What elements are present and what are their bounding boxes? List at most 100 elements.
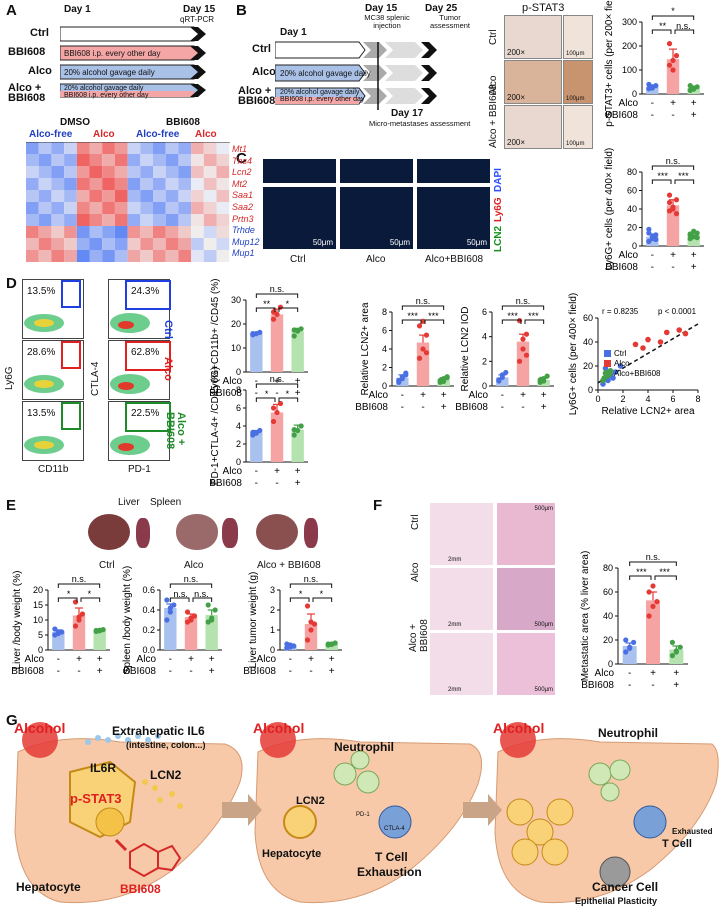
data-point bbox=[52, 626, 58, 632]
panel-label-f: F bbox=[373, 497, 383, 514]
bar bbox=[270, 314, 284, 372]
y-axis-label: Relative LCN2+ area bbox=[360, 302, 371, 396]
sig-label: ** bbox=[659, 21, 667, 31]
bbi-sign: - bbox=[255, 388, 258, 399]
y-tick-label: 0 bbox=[38, 645, 43, 655]
a-row-bbi: BBI608 bbox=[8, 46, 46, 58]
sig-bracket bbox=[654, 575, 677, 580]
f-scale-b3: 500μm bbox=[534, 687, 553, 693]
flow-density-core bbox=[34, 319, 54, 327]
y-axis-label: PD-1+CTLA-4+ /CD45 (%) bbox=[210, 367, 221, 485]
bar bbox=[291, 429, 304, 462]
heatmap-cell bbox=[153, 142, 166, 154]
heatmap-cell bbox=[203, 250, 217, 262]
sig-label: *** bbox=[528, 311, 539, 321]
heatmap-cell bbox=[64, 226, 77, 238]
data-point bbox=[291, 333, 297, 339]
e-spleen-alco bbox=[222, 518, 238, 548]
heatmap-cell bbox=[191, 154, 204, 166]
hm-alco-2: Alco bbox=[195, 129, 217, 140]
g-bbi608: BBI608 bbox=[120, 882, 161, 896]
g-tcell: T Cell bbox=[375, 850, 408, 864]
a-day15: Day 15 bbox=[183, 4, 216, 15]
bbi-sign: - bbox=[521, 402, 524, 413]
alco-sign: + bbox=[520, 390, 526, 401]
heatmap-cell bbox=[38, 178, 52, 190]
heatmap-cell bbox=[178, 178, 192, 190]
data-point bbox=[520, 336, 526, 342]
heatmap-cell bbox=[165, 190, 179, 202]
sig-label: * bbox=[671, 6, 675, 16]
bbi-sign: - bbox=[501, 402, 504, 413]
y-tick-label: 0 bbox=[632, 241, 637, 251]
scatter-point bbox=[610, 375, 616, 381]
f-scale-b2: 500μm bbox=[534, 622, 553, 628]
alco-sign: + bbox=[295, 376, 301, 387]
data-point bbox=[270, 418, 277, 425]
heatmap-cell bbox=[191, 250, 204, 262]
heatmap-cell bbox=[165, 226, 179, 238]
sig-label: n.s. bbox=[194, 589, 209, 599]
alco-sign: + bbox=[650, 668, 656, 679]
flow-gate-right bbox=[125, 280, 171, 310]
y-tick-label: 20 bbox=[33, 585, 43, 595]
data-point bbox=[277, 400, 284, 407]
sig-label: n.s. bbox=[416, 296, 431, 306]
data-point bbox=[503, 369, 509, 376]
heatmap-cell bbox=[76, 202, 90, 214]
heatmap-cell bbox=[216, 238, 230, 250]
heatmap-cell bbox=[102, 238, 115, 250]
alco-row-label: Alco bbox=[25, 654, 45, 665]
a-bar-combo-2: BBI608 i.p. every other day bbox=[64, 92, 149, 99]
data-point bbox=[523, 352, 530, 358]
heatmap-cell bbox=[51, 250, 65, 262]
sig-label: *** bbox=[507, 311, 518, 321]
heatmap-cell bbox=[26, 202, 39, 214]
sig-label: n.s. bbox=[184, 574, 199, 584]
alco-sign: + bbox=[274, 466, 280, 477]
y-tick-label: 20 bbox=[231, 319, 241, 329]
heatmap-cell bbox=[178, 154, 192, 166]
heatmap-cell bbox=[26, 190, 39, 202]
y-tick-label: 100 bbox=[622, 65, 637, 75]
data-point bbox=[76, 614, 82, 620]
bbi-sign: + bbox=[691, 262, 697, 273]
heatmap-cell bbox=[165, 178, 179, 190]
heatmap-cell bbox=[114, 154, 128, 166]
sig-bracket bbox=[424, 319, 445, 324]
scatter-point bbox=[632, 341, 639, 348]
heatmap-cell bbox=[178, 202, 192, 214]
g-ctla4: CTLA-4 bbox=[384, 826, 405, 832]
alco-sign: - bbox=[169, 654, 172, 665]
y-tick-label: 20 bbox=[603, 635, 613, 645]
heatmap-cell bbox=[178, 214, 192, 226]
legend-swatch bbox=[604, 350, 611, 357]
g-hepatocyte: Hepatocyte bbox=[16, 880, 81, 894]
g-arrow-2 bbox=[463, 794, 502, 826]
sig-label: * bbox=[286, 299, 290, 309]
sig-label: *** bbox=[659, 567, 670, 577]
alco-sign: - bbox=[651, 98, 654, 109]
data-point bbox=[673, 211, 680, 217]
heatmap-cell bbox=[38, 238, 52, 250]
heatmap-cell bbox=[191, 214, 204, 226]
flow-gate-left bbox=[61, 402, 81, 430]
sig-label: * bbox=[299, 589, 303, 599]
y-axis-label: Spleen /body weight (%) bbox=[122, 566, 133, 674]
data-point bbox=[669, 639, 676, 646]
b-ihc-alco-zoom: 100μm bbox=[563, 60, 593, 104]
data-point bbox=[403, 372, 409, 378]
c-group-alco: Alco bbox=[366, 254, 386, 265]
sig-bracket bbox=[674, 29, 695, 34]
y-tick-label: 60 bbox=[627, 186, 637, 196]
scatter-point bbox=[645, 336, 651, 343]
a-qrt: qRT-PCR bbox=[180, 15, 215, 24]
heatmap-cell bbox=[140, 226, 153, 238]
heatmap-cell bbox=[102, 142, 115, 154]
sig-bracket bbox=[255, 293, 299, 298]
b-bar-combo-1: 20% alcohol gavage daily bbox=[280, 89, 360, 96]
sig-label: * bbox=[286, 389, 290, 399]
sig-bracket bbox=[57, 583, 101, 588]
b-bar-combo-2: BBI608 i.p. every other day bbox=[280, 96, 365, 103]
g-lcn2-dots bbox=[142, 779, 183, 809]
